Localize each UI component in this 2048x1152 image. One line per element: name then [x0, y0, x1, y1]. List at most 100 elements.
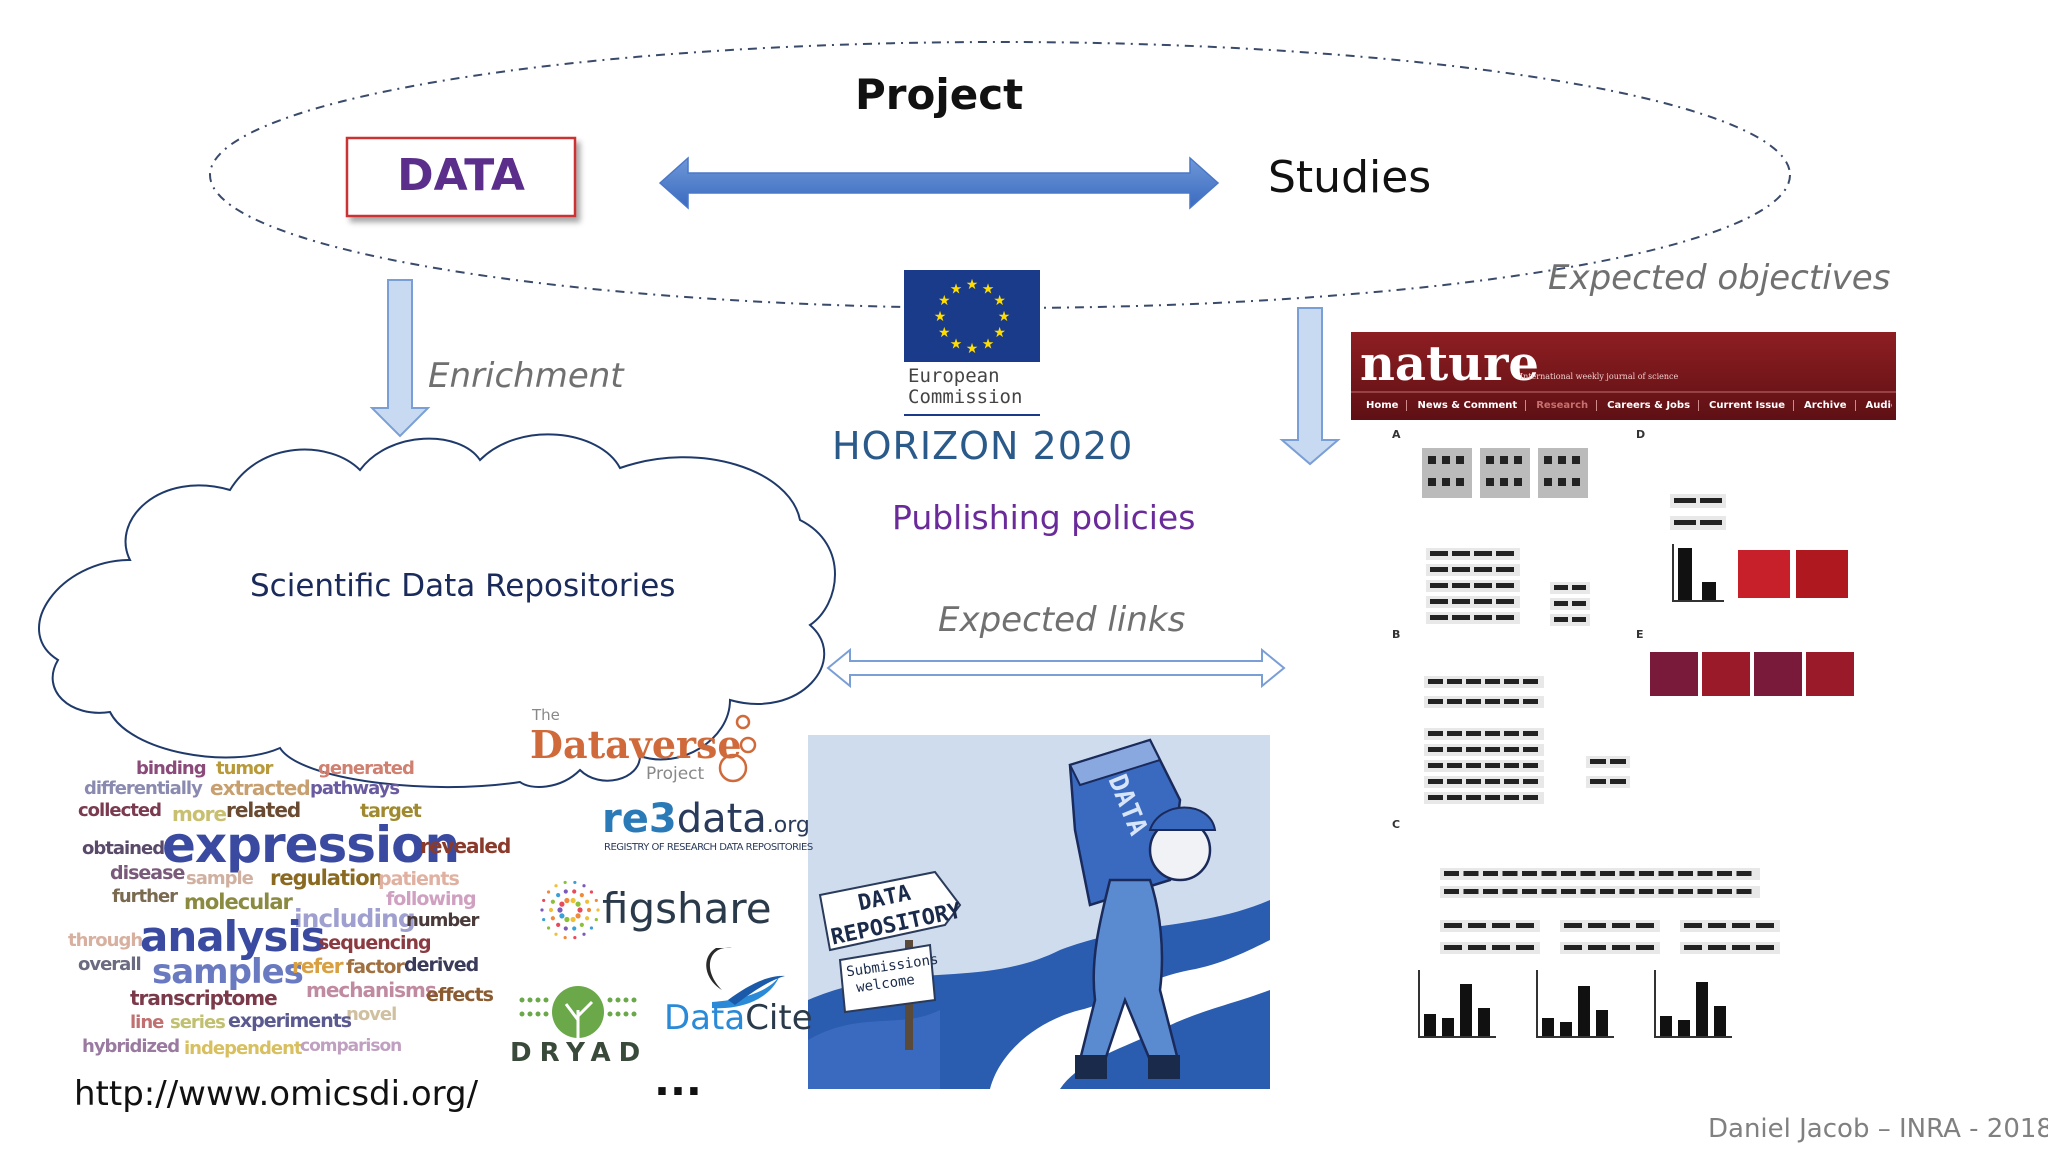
- bar: [1696, 982, 1708, 1036]
- dot-blot: [1480, 448, 1530, 498]
- dot-blot-spot: [1428, 478, 1436, 486]
- nature-nav-item[interactable]: Archive: [1804, 400, 1856, 411]
- expected-objectives-label: Expected objectives: [1548, 258, 1891, 298]
- word-cloud-term: number: [406, 910, 479, 931]
- blot-band: [1590, 779, 1606, 784]
- word-cloud-term: related: [226, 798, 301, 822]
- eu-star-icon: ★: [966, 277, 979, 293]
- figshare-dot: [554, 884, 558, 888]
- word-cloud-term: following: [386, 888, 477, 910]
- repositories-cloud: [38, 433, 836, 789]
- bar: [1424, 1014, 1436, 1036]
- blot-band: [1736, 889, 1752, 894]
- enrichment-arrow: [369, 279, 431, 438]
- eu-star-icon: ★: [993, 293, 1006, 309]
- dot-blot-spot: [1486, 456, 1494, 464]
- blot-band: [1564, 945, 1582, 950]
- blot-band: [1428, 731, 1443, 736]
- word-cloud-term: pathways: [310, 778, 400, 799]
- blot-band: [1516, 945, 1534, 950]
- bar: [1560, 1022, 1572, 1036]
- blot-band: [1639, 871, 1654, 876]
- figshare-dot: [586, 907, 592, 913]
- blot-band: [1474, 599, 1492, 604]
- dryad-dot: [543, 1011, 549, 1017]
- dot-blot-spot: [1514, 456, 1522, 464]
- figshare-dot: [596, 908, 600, 912]
- figshare-dot: [557, 907, 563, 913]
- blot-band: [1428, 763, 1443, 768]
- datacite-label: DataCite: [664, 998, 813, 1038]
- blot-band: [1636, 945, 1654, 950]
- word-cloud-term: mechanisms: [306, 978, 437, 1002]
- blot-lane: [1440, 920, 1540, 932]
- re3data-data: data: [676, 796, 767, 842]
- bar: [1578, 986, 1590, 1036]
- figshare-dot: [556, 922, 561, 927]
- bar: [1660, 1016, 1672, 1036]
- figshare-dot: [582, 884, 586, 888]
- word-cloud-term: line: [130, 1012, 164, 1033]
- blot-band: [1504, 679, 1519, 684]
- figshare-dot: [594, 917, 598, 922]
- dot-blot-spot: [1442, 456, 1450, 464]
- blot-band: [1452, 583, 1470, 588]
- axis: [1672, 544, 1674, 600]
- blot-band: [1504, 747, 1519, 752]
- dot-blot-spot: [1544, 456, 1552, 464]
- micrograph: [1796, 550, 1848, 598]
- nature-nav-item[interactable]: Careers & Jobs: [1607, 400, 1700, 411]
- nature-panel-label: D: [1636, 428, 1646, 441]
- blot-band: [1708, 923, 1726, 928]
- blot-band: [1447, 763, 1462, 768]
- dot-blot-spot: [1456, 456, 1464, 464]
- bar: [1460, 984, 1472, 1036]
- blot-band: [1732, 923, 1750, 928]
- nature-nav-item[interactable]: Audio & Video: [1865, 400, 1892, 411]
- blot-band: [1444, 923, 1462, 928]
- word-cloud-term: factor: [346, 956, 405, 978]
- blot-band: [1678, 889, 1693, 894]
- figshare-dot: [585, 899, 590, 904]
- blot-band: [1756, 945, 1774, 950]
- eu-star-icon: ★: [938, 325, 951, 341]
- eu-star-icon: ★: [950, 337, 963, 353]
- blot-band: [1700, 498, 1722, 503]
- blot-band: [1523, 699, 1538, 704]
- blot-band: [1496, 583, 1514, 588]
- axis: [1654, 970, 1656, 1036]
- blot-band: [1468, 945, 1486, 950]
- blot-band: [1523, 731, 1538, 736]
- blot-band: [1452, 599, 1470, 604]
- word-cloud-term: collected: [78, 800, 162, 821]
- blot-band: [1504, 731, 1519, 736]
- comic-panel: [808, 735, 1270, 1089]
- nature-nav-item[interactable]: Home: [1366, 400, 1408, 411]
- blot-band: [1496, 567, 1514, 572]
- figshare-dot: [582, 932, 586, 936]
- word-cloud-term: patients: [378, 868, 460, 890]
- omicsdi-url[interactable]: http://www.omicsdi.org/: [74, 1074, 479, 1114]
- blot-band: [1430, 567, 1448, 572]
- dot-blot-spot: [1572, 478, 1580, 486]
- word-cloud-term: effects: [426, 984, 494, 1006]
- blot-band: [1697, 889, 1713, 894]
- blot-lane: [1560, 920, 1660, 932]
- blot-band: [1496, 615, 1514, 620]
- word-cloud-term: derived: [404, 954, 479, 976]
- blot-band: [1447, 795, 1462, 800]
- blot-band: [1619, 889, 1635, 894]
- blot-band: [1554, 585, 1568, 590]
- figshare-logo-mark: [540, 880, 600, 940]
- enrichment-label: Enrichment: [428, 356, 624, 396]
- figshare-dot: [556, 893, 561, 898]
- blot-band: [1428, 699, 1443, 704]
- axis: [1654, 1036, 1732, 1038]
- blot-band: [1452, 615, 1470, 620]
- nature-nav-item[interactable]: News & Comment: [1417, 400, 1527, 411]
- nature-nav-item[interactable]: Research: [1536, 400, 1598, 411]
- expected-links-arrow: [826, 647, 1286, 689]
- dot-blot-spot: [1558, 456, 1566, 464]
- word-cloud-term: revealed: [420, 834, 511, 858]
- nature-nav-item[interactable]: Current Issue: [1709, 400, 1795, 411]
